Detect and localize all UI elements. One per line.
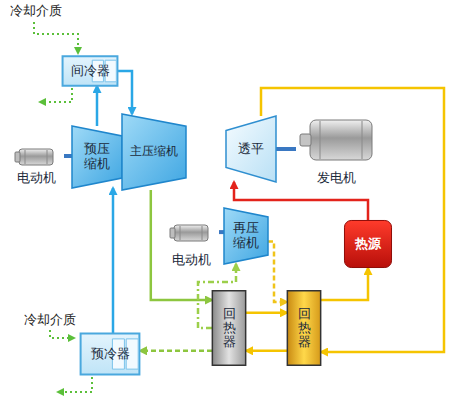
node-label: 再压缩机 (232, 221, 260, 251)
node-label: 回热器 (223, 307, 236, 350)
flow-line (246, 350, 287, 353)
node-label: 主压缩机 (130, 145, 178, 159)
flow-line (151, 190, 212, 300)
shaft-line (276, 147, 296, 151)
node-label: 间冷器 (71, 64, 110, 79)
coolant-in-bottom (50, 330, 74, 338)
heat-source-box: 热源 (344, 220, 392, 268)
intercooler-box: 间冷器 (62, 56, 118, 86)
node-label: 透平 (238, 142, 264, 157)
node-label: 电动机 (172, 253, 211, 268)
node-label: 发电机 (317, 171, 356, 186)
flow-line (321, 268, 368, 300)
motor-icon: 电动机 (8, 146, 64, 186)
compressor-shape: 主压缩机 (122, 114, 186, 190)
coolant-out-bottom (58, 377, 92, 392)
node-label: 电动机 (17, 171, 56, 186)
shaft-line (219, 230, 224, 234)
generator-body (296, 116, 376, 164)
turbine-shape: 透平 (226, 116, 276, 182)
motor-body (11, 146, 61, 168)
shaft-line (64, 154, 72, 158)
generator-icon: 发电机 (296, 116, 376, 186)
precooler-box: 预冷器 (80, 333, 140, 375)
node-label: 回热器 (298, 307, 311, 350)
flow-line (140, 350, 212, 353)
flow-line (246, 312, 287, 315)
node-label: 热源 (355, 237, 381, 252)
coolant-in-top (34, 22, 78, 53)
coolant-label: 冷却介质 (24, 312, 76, 329)
flow-line (118, 71, 132, 114)
node-label: 预压缩机 (83, 142, 111, 172)
flow-line (112, 188, 115, 333)
flow-line (268, 242, 287, 302)
flow-line (96, 86, 99, 126)
recuperator-box: 回热器 (287, 290, 321, 366)
coolant-label: 冷却介质 (10, 3, 62, 20)
coolant-out-top (40, 88, 72, 102)
node-label: 预冷器 (91, 347, 130, 362)
recuperator-box: 回热器 (212, 290, 246, 366)
compressor-shape: 再压缩机 (224, 208, 268, 264)
compressor-shape: 预压缩机 (72, 126, 122, 188)
motor-icon: 电动机 (163, 222, 219, 268)
motor-body (166, 222, 216, 244)
